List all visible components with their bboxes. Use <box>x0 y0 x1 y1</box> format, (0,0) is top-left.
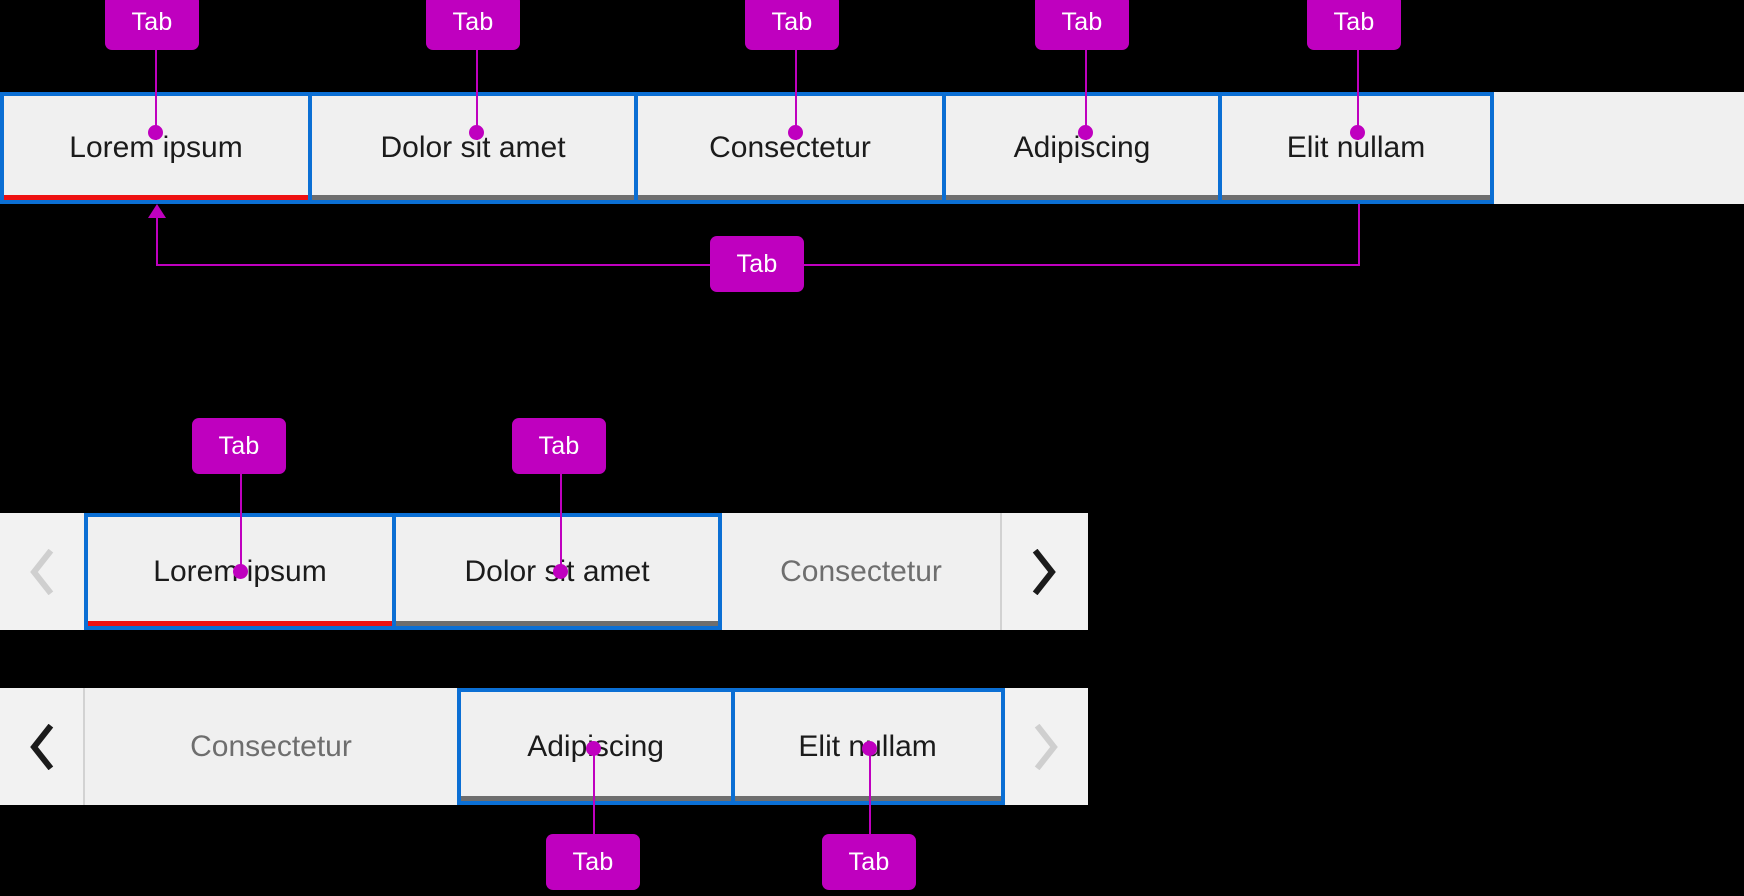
tab-strip-full[interactable]: Lorem ipsum Dolor sit amet Consectetur A… <box>0 92 1744 204</box>
callout-leader-line <box>593 748 595 852</box>
tab-bottom-border <box>946 195 1218 200</box>
callout-leader-line <box>240 474 242 574</box>
callout-anchor-dot <box>586 741 601 756</box>
strip-divider <box>1000 513 1002 630</box>
callout-anchor-dot <box>1350 125 1365 140</box>
callout-badge: Tab <box>822 834 916 890</box>
callout-badge: Tab <box>105 0 199 50</box>
callout-badge: Tab <box>745 0 839 50</box>
tab-active-indicator <box>88 621 392 626</box>
chevron-right-icon <box>1035 723 1059 770</box>
callout-leader-line <box>560 474 562 574</box>
tab-consectetur[interactable]: Consectetur <box>722 513 1000 630</box>
callout-anchor-dot <box>1078 125 1093 140</box>
callout-leader-line <box>1085 50 1087 140</box>
tab-strip-scrolled-end[interactable]: Consectetur Adipiscing Elit nullam <box>0 688 1088 805</box>
tab-bottom-border <box>312 195 634 200</box>
callout-leader-line <box>1357 50 1359 140</box>
chevron-right-icon <box>1032 548 1056 595</box>
tab-dolor-sit-amet[interactable]: Dolor sit amet <box>308 92 638 204</box>
callout-leader-line <box>869 748 871 852</box>
tab-strip-scrolled-start[interactable]: Lorem ipsum Dolor sit amet Consectetur <box>0 513 1088 630</box>
callout-leader-line <box>156 216 158 266</box>
scroll-next-button[interactable] <box>1004 688 1088 805</box>
scroll-prev-button[interactable] <box>0 513 84 630</box>
tab-bottom-border <box>734 796 1001 801</box>
callout-leader-line <box>476 50 478 140</box>
tab-label: Consectetur <box>190 729 352 763</box>
callout-badge: Tab <box>426 0 520 50</box>
callout-anchor-dot <box>148 125 163 140</box>
tab-bottom-border <box>396 621 718 626</box>
callout-badge: Tab <box>1307 0 1401 50</box>
callout-badge: Tab <box>546 834 640 890</box>
scroll-next-button[interactable] <box>1002 513 1086 630</box>
callout-leader-line <box>795 50 797 140</box>
callout-leader-line <box>1358 204 1360 266</box>
callout-badge: Tab <box>192 418 286 474</box>
chevron-left-icon <box>29 723 53 770</box>
callout-badge: Tab <box>1035 0 1129 50</box>
chevron-left-icon <box>30 548 54 595</box>
tab-consectetur[interactable]: Consectetur <box>634 92 946 204</box>
callout-leader-line <box>155 50 157 140</box>
callout-anchor-dot <box>469 125 484 140</box>
tab-bottom-border <box>638 195 942 200</box>
callout-badge: Tab <box>710 236 804 292</box>
tab-label: Consectetur <box>780 554 942 588</box>
callout-anchor-dot <box>862 741 877 756</box>
callout-anchor-dot <box>553 564 568 579</box>
callout-anchor-dot <box>233 564 248 579</box>
strip-divider <box>83 688 86 805</box>
tab-consectetur[interactable]: Consectetur <box>85 688 457 805</box>
scroll-prev-button[interactable] <box>0 688 84 805</box>
callout-anchor-dot <box>788 125 803 140</box>
callout-arrowhead <box>148 204 166 218</box>
tab-adipiscing[interactable]: Adipiscing <box>942 92 1222 204</box>
tab-active-indicator <box>4 195 308 200</box>
tab-elit-nullam[interactable]: Elit nullam <box>1218 92 1494 204</box>
tab-bottom-border <box>1222 195 1490 200</box>
tab-bottom-border <box>460 796 731 801</box>
callout-badge: Tab <box>512 418 606 474</box>
